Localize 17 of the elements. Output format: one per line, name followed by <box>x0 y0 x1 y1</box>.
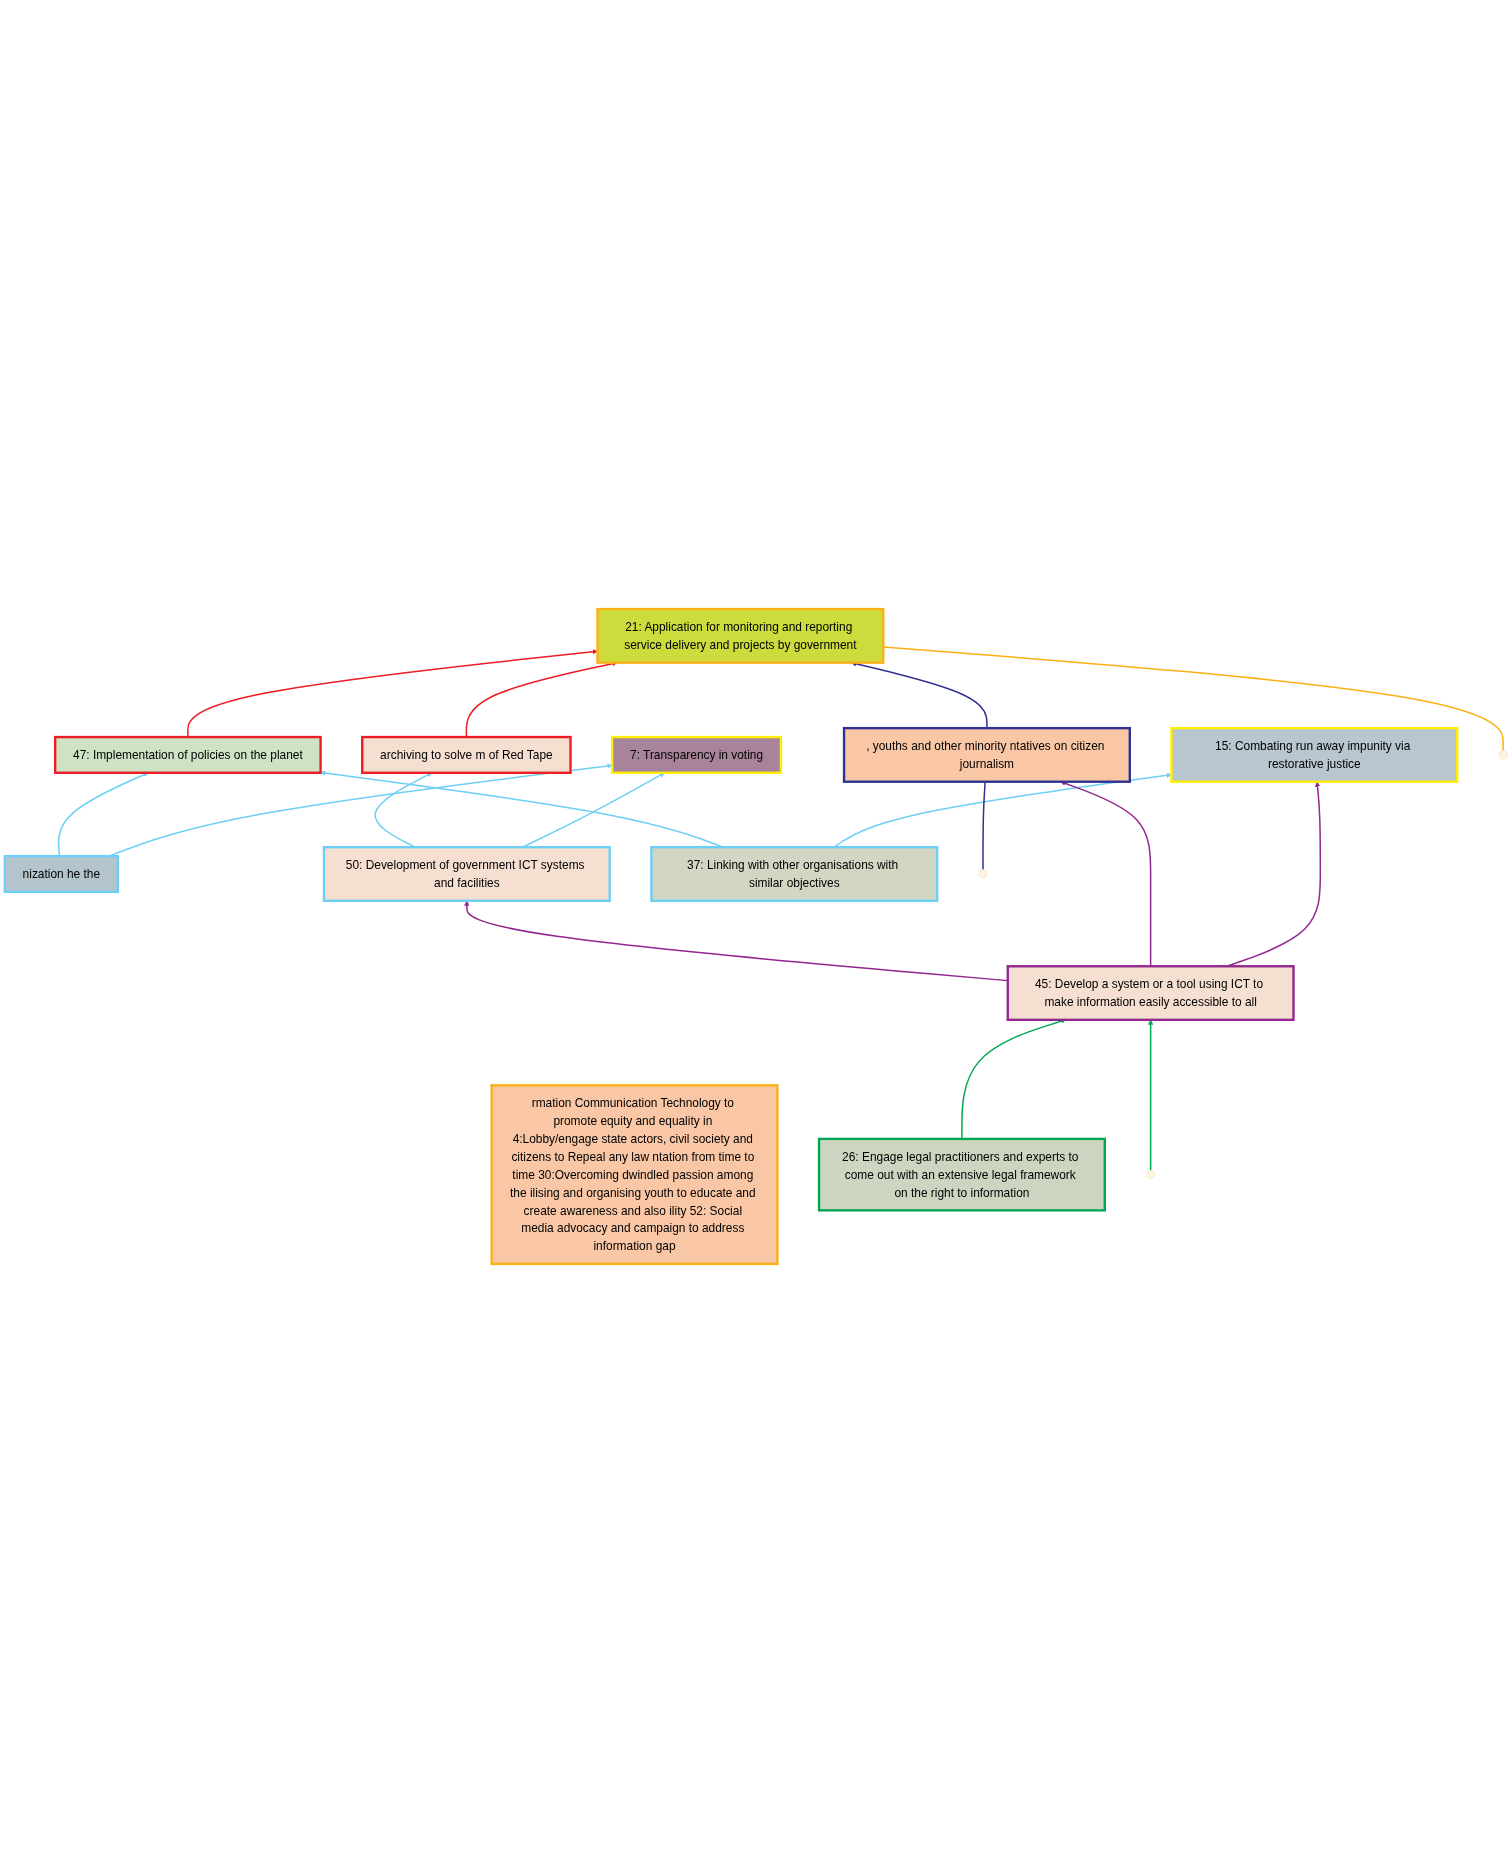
node-box: 50: Development of government ICT systems and facilities <box>322 846 611 902</box>
arrow <box>833 772 1172 848</box>
node-box: 37: Linking with other organisations with similar objectives <box>650 846 939 902</box>
arrow <box>187 649 598 738</box>
node-box: 7: Transparency in voting <box>610 735 783 774</box>
node-box: 47: Implementation of policies on the planet <box>54 735 322 774</box>
node-box: 26: Engage legal practitioners and experts to come out with an extensive legal framework on the right to information <box>817 1137 1106 1212</box>
arrow <box>1148 1019 1154 1172</box>
node-box: rmation Communication Technology to promote equity and equality in 4:Lobby/engage state actors, civil society and citizens to Repeal any law ntation from time to time 30:Overcoming dwindled passion among the ilising and organising youth to educate and create awareness and also ility 52: Social media advocacy and campaign to address information gap <box>490 1084 779 1266</box>
arrow <box>374 772 433 848</box>
node-box: 21: Application for monitoring and reporting service delivery and projects by government <box>596 607 885 664</box>
arrow <box>57 772 149 857</box>
node-box: archiving to solve m of Red Tape <box>361 735 572 774</box>
node-box: , youths and other minority ntatives on citizen journalism <box>842 726 1131 783</box>
node-box: 45: Develop a system or a tool using ICT to make information easily accessible to all <box>1006 965 1295 1022</box>
node-box: nization he the <box>3 854 120 894</box>
node-box: 15: Combating run away impunity via restorative justice <box>1170 726 1459 783</box>
